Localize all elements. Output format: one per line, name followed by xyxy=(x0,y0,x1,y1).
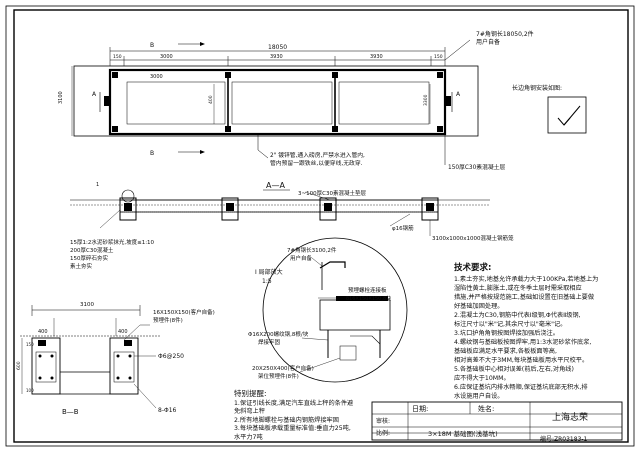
bb-rebar-a: Φ6@250 xyxy=(158,353,184,360)
dim-height2: 400 xyxy=(208,95,214,104)
dim-height1: 3100 xyxy=(58,91,64,104)
section-aa: A—A 3~100厚C30素混凝土垫层 1 15厚1:2水泥砂浆抹光,坡度≤1:… xyxy=(70,181,514,270)
grounding-detail: 长边角钢安装如图: xyxy=(512,84,587,134)
dim-left-end: 150 xyxy=(113,54,122,60)
tech-req-line: 2.混凝土为C30,钢筋中代表Ⅰ级钢,Φ代表Ⅱ级钢, xyxy=(454,312,581,319)
concrete-note: 150厚C30素混凝土层 xyxy=(448,163,505,171)
detail-plate-label: δ16X150X150,8块 xyxy=(346,295,391,302)
dim-seg3: 3930 xyxy=(370,54,383,60)
dim-seg2: 3930 xyxy=(270,54,283,60)
tech-req-line: 1.素土夯实,地基允许承载力大于100KPa,若地基上为 xyxy=(454,276,599,283)
tb-name-label: 姓名: xyxy=(478,405,495,413)
tech-req-line: 6.应保证基坑内排水畅顺,保证基坑底部无积水,排 xyxy=(454,384,588,391)
detail-bolt-label: 预埋螺栓连接板 xyxy=(348,286,387,294)
tech-req-line: 4.螺纹钢与基础板按图焊牢,用1:3水泥砂浆作底浆, xyxy=(454,339,592,346)
detail-plate2-label: 20X250X400(客户自备) xyxy=(252,364,314,372)
bb-dim-height: 600 xyxy=(16,361,22,370)
tech-req-line: 3.坑口护角角钢按图焊接加强后浇注。 xyxy=(454,330,559,337)
tech-req-line: 措施,并严格按规范施工,基础如设置在旧基础上要做 xyxy=(454,294,595,301)
detail-angle-label: 7#角钢长3100,2件 xyxy=(287,246,337,254)
pipe-note-1: 2" 镀锌管,通入磅房,严禁水进入管内, xyxy=(270,151,365,159)
tech-req-line: 相对高差不大于3MM,每块基础板用水平尺校平。 xyxy=(454,357,589,364)
tb-description: 3×18M 基础图(浅基坑) xyxy=(428,430,498,438)
notes-line: 免斜弯上秤 xyxy=(234,408,265,416)
tech-req-line: 5.各基础板中心相对误差(前后,左右,对角线) xyxy=(454,366,574,373)
dim-side: 3300 xyxy=(423,94,429,106)
tb-drawing-no: 编号:ZR03183-1 xyxy=(540,436,588,443)
notes-line: 1.保证引线长度,满足汽车直线上秤的条件避 xyxy=(234,399,354,407)
dim-seg1: 3000 xyxy=(160,54,173,60)
layer-top: 3~100厚C30素混凝土垫层 xyxy=(298,189,366,197)
angle-steel-sub: 用户自备 xyxy=(476,38,500,46)
layer-left-1: 15厚1:2水泥砂浆抹光,坡度≤1:10 xyxy=(70,238,155,246)
mesh-label: 3100x1000x1000混凝土钢筋笼 xyxy=(432,234,514,242)
tb-scale-label: 比例: xyxy=(376,430,391,437)
detail-i-label: I 局部放大 xyxy=(255,268,283,276)
layer-left-4: 素土夯实 xyxy=(70,262,93,270)
tech-req-line: 湿陷性黄土,膨胀土,或在冬季土层时需采取相应 xyxy=(454,285,582,292)
tech-req-line: 应不得大于10MM。 xyxy=(454,375,510,382)
grounding-label: 长边角钢安装如图: xyxy=(512,84,562,92)
bb-plate-sub: 预埋件(8件) xyxy=(153,316,183,324)
detail-plate2-sub: 架位预埋件(8件) xyxy=(258,372,299,380)
detail-scale: 1:5 xyxy=(262,278,272,285)
dim-left-small: 1 xyxy=(96,182,99,188)
notes-line: 2.所有地脚螺栓与基础内钢筋焊接牢固 xyxy=(234,416,339,424)
bb-dim-top: 150 xyxy=(26,342,34,347)
tech-req-line: 好基础加固处理。 xyxy=(454,303,504,310)
notes-line: 3.每块基础板承载重量标准值:垂直力25吨, xyxy=(234,425,351,433)
pipe-note-2: 管内预留一跟铁丝,以便穿线,无政穿. xyxy=(270,159,363,167)
tech-req-line: 标注尺寸以"米"记,其余尺寸以"毫米"记。 xyxy=(454,321,567,328)
detail-i: 7#角钢长3100,2件 用户自备 I 局部放大 1:5 预埋螺栓连接板 δ16… xyxy=(248,237,408,383)
section-aa-title: A—A xyxy=(266,181,285,190)
bb-rebar-b: 8-Φ16 xyxy=(158,407,177,414)
tech-req-line: 水设施用户自设。 xyxy=(454,393,504,400)
section-a-marker-left: A xyxy=(92,91,97,98)
technical-requirements: 技术要求: 1.素土夯实,地基允许承载力大于100KPa,若地基上为 湿陷性黄土… xyxy=(454,264,624,401)
detail-rebar-sub: 焊接牢固 xyxy=(258,338,281,346)
tech-req-heading: 技术要求: xyxy=(454,263,492,273)
title-block xyxy=(371,401,623,441)
plan-view: B B A A 18050 150 150 3000 3930 3930 300… xyxy=(58,30,534,171)
dim-seg4: 3000 xyxy=(150,74,163,80)
detail-angle-sub: 用户自备 xyxy=(290,254,313,262)
notes-heading: 特别提醒: xyxy=(234,389,267,398)
tb-check-label: 审核: xyxy=(376,418,391,425)
angle-steel-label: 7#角钢长18050,2件 xyxy=(476,30,534,38)
tech-req-line: 基础板应满足水平要求,各板板面等高, xyxy=(454,348,557,355)
bb-dim-right: 400 xyxy=(118,329,128,335)
layer-left-2: 200厚C30混凝土 xyxy=(70,246,114,254)
notes-line: 水平力7吨 xyxy=(234,433,263,441)
dim-total: 18050 xyxy=(268,44,287,51)
dim-right-end: 150 xyxy=(434,54,443,60)
section-b-marker-top: B xyxy=(150,42,154,49)
layer-left-3: 150厚碎石夯实 xyxy=(70,254,108,262)
detail-rebar-label: Φ16X200螺纹钢,8根/块 xyxy=(248,330,309,338)
tb-company: 上海志荣 xyxy=(552,413,589,423)
inner-frame xyxy=(13,9,629,443)
bb-plate-label: 16X150X150(客户自备) xyxy=(153,308,215,316)
bb-dim-width: 3100 xyxy=(80,302,94,308)
rebar-label: φ16钢筋 xyxy=(392,224,414,232)
section-bb: 3100 400 400 16X150X150(客户自备) 预埋件(8件) Φ6… xyxy=(16,302,215,416)
bb-dim-bottom: 100 xyxy=(26,388,34,393)
tb-date-label: 日期: xyxy=(412,405,429,413)
bb-dim-left: 400 xyxy=(38,329,48,335)
special-notes: 特别提醒: 1.保证引线长度,满足汽车直线上秤的条件避 免斜弯上秤 2.所有地脚… xyxy=(234,389,404,443)
outer-frame xyxy=(5,5,635,447)
section-b-marker-bottom: B xyxy=(150,150,154,157)
bb-title: B—B xyxy=(62,408,79,416)
section-a-marker-right: A xyxy=(456,91,461,98)
